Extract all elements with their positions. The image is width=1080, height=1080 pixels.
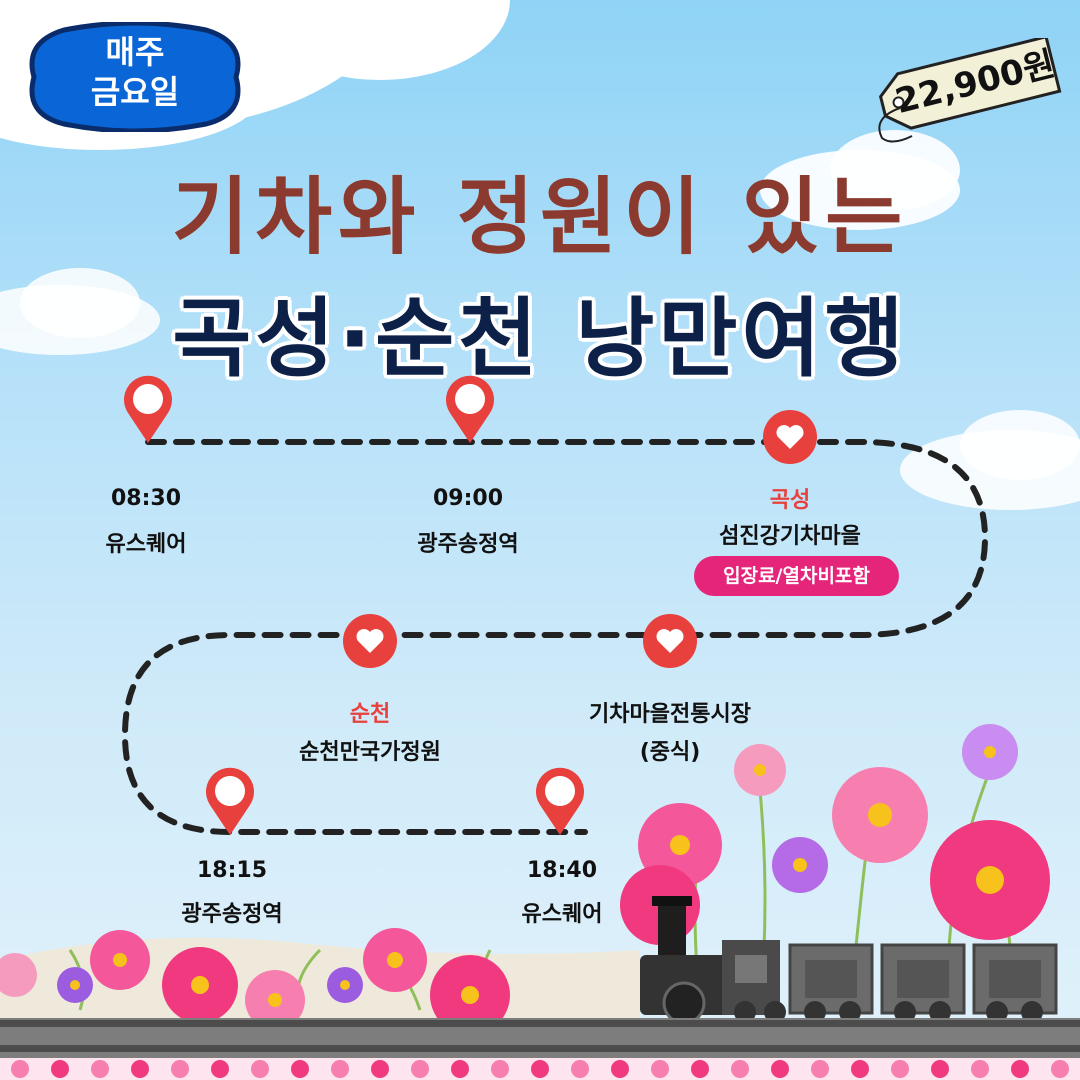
stop-region: 순천 bbox=[349, 702, 391, 727]
cosmos-flower bbox=[772, 837, 828, 893]
flower-border bbox=[0, 1058, 1080, 1080]
stop-place-note: (중식) bbox=[639, 740, 701, 765]
price-tag-icon bbox=[878, 38, 1062, 143]
border-flower bbox=[371, 1060, 389, 1078]
heart-icon bbox=[763, 410, 817, 464]
stop-place: 광주송정역 bbox=[417, 532, 519, 557]
cosmos-flower bbox=[832, 767, 928, 863]
border-flower bbox=[771, 1060, 789, 1078]
border-flower bbox=[531, 1060, 549, 1078]
pin-icon bbox=[206, 767, 254, 835]
border-flower bbox=[1011, 1060, 1029, 1078]
badge-line-1: 매주 bbox=[105, 33, 165, 71]
stop-place: 광주송정역 bbox=[181, 902, 283, 927]
stop-time: 08:30 bbox=[110, 486, 182, 511]
stop-place: 섬진강기차마을 bbox=[719, 524, 861, 549]
cosmos-flower bbox=[245, 970, 305, 1030]
border-flower bbox=[1051, 1060, 1069, 1078]
stop-place: 기차마을전통시장 bbox=[589, 702, 751, 727]
cosmos-flower bbox=[930, 820, 1050, 940]
badge-line-2: 금요일 bbox=[90, 73, 180, 111]
cosmos-flower bbox=[0, 953, 37, 997]
stop-place: 순천만국가정원 bbox=[299, 740, 441, 765]
border-flower bbox=[291, 1060, 309, 1078]
border-flower bbox=[51, 1060, 69, 1078]
border-flower bbox=[131, 1060, 149, 1078]
border-flower bbox=[811, 1060, 829, 1078]
stop-place: 유스퀘어 bbox=[521, 902, 603, 927]
included-note-badge: 입장료/열차비포함 bbox=[694, 556, 899, 596]
weekday-badge bbox=[29, 22, 241, 132]
border-flower bbox=[171, 1060, 189, 1078]
cosmos-flower bbox=[162, 947, 238, 1023]
border-flower bbox=[251, 1060, 269, 1078]
border-flower bbox=[451, 1060, 469, 1078]
cosmos-flower bbox=[90, 930, 150, 990]
border-flower bbox=[851, 1060, 869, 1078]
border-flower bbox=[91, 1060, 109, 1078]
border-flower bbox=[491, 1060, 509, 1078]
border-flower bbox=[211, 1060, 229, 1078]
border-flower bbox=[691, 1060, 709, 1078]
stop-region: 곡성 bbox=[769, 488, 811, 513]
pin-icon bbox=[446, 375, 494, 443]
pin-icon bbox=[536, 767, 584, 835]
stop-time: 09:00 bbox=[432, 486, 504, 511]
border-flower bbox=[331, 1060, 349, 1078]
stop-time: 18:40 bbox=[526, 858, 598, 883]
border-flower bbox=[611, 1060, 629, 1078]
cosmos-flower bbox=[430, 955, 510, 1035]
border-flower bbox=[891, 1060, 909, 1078]
border-flower bbox=[411, 1060, 429, 1078]
border-flower bbox=[651, 1060, 669, 1078]
heart-icon bbox=[643, 614, 697, 668]
title-line-1: 기차와 정원이 있는 bbox=[171, 168, 909, 266]
stop-place: 유스퀘어 bbox=[105, 532, 187, 557]
cosmos-flower bbox=[363, 928, 427, 992]
stop-time: 18:15 bbox=[196, 858, 268, 883]
border-flower bbox=[11, 1060, 29, 1078]
border-flower bbox=[571, 1060, 589, 1078]
heart-icon bbox=[343, 614, 397, 668]
title-line-2: 곡성·순천 낭만여행 bbox=[172, 289, 908, 389]
cosmos-flower bbox=[57, 967, 93, 1003]
border-flower bbox=[971, 1060, 989, 1078]
train-icon bbox=[640, 896, 1058, 1025]
cosmos-flower bbox=[734, 744, 786, 796]
cosmos-flower bbox=[327, 967, 363, 1003]
pin-icon bbox=[124, 375, 172, 443]
rail-tracks bbox=[0, 1018, 1080, 1058]
cosmos-flower bbox=[962, 724, 1018, 780]
border-flower bbox=[931, 1060, 949, 1078]
border-flower bbox=[731, 1060, 749, 1078]
